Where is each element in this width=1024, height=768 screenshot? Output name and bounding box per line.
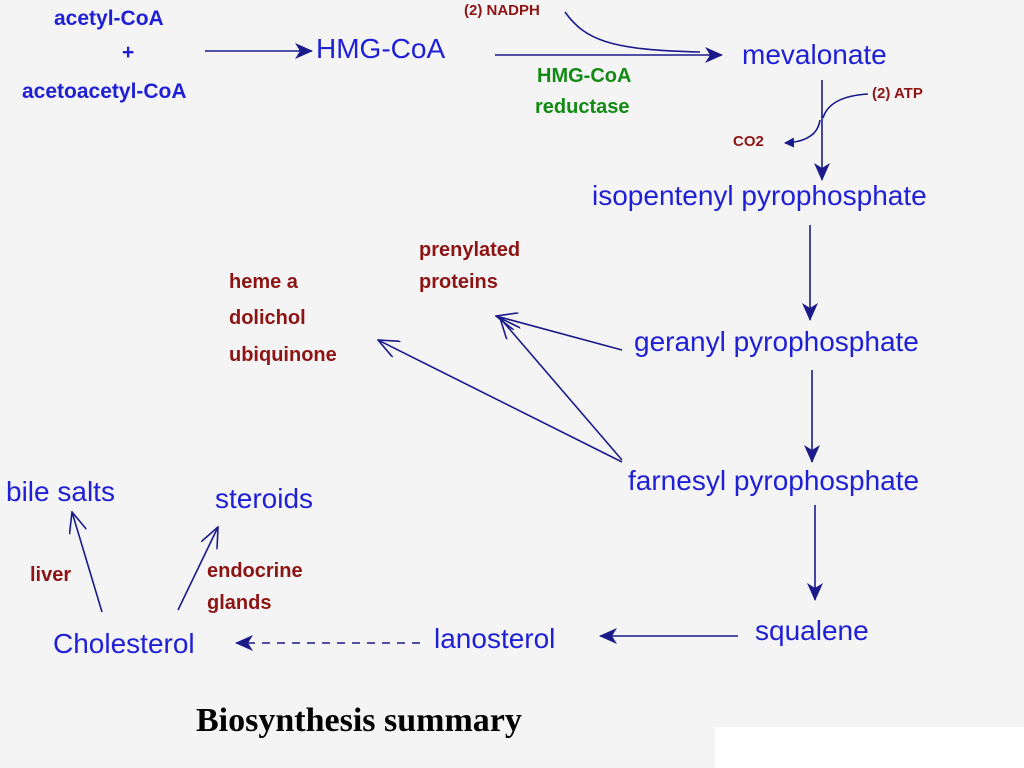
arrow-farnesyl-to-ubiquinone xyxy=(378,340,623,463)
diagram-title: Biosynthesis summary xyxy=(196,702,522,739)
node-acetyl-coa: acetyl-CoA xyxy=(54,7,164,30)
node-steroids: steroids xyxy=(215,483,314,514)
product-heme-a: heme a xyxy=(229,271,298,293)
enzyme-label-line1: HMG-CoA xyxy=(537,65,632,87)
cofactor-atp: (2) ATP xyxy=(872,85,923,102)
arrow-geranyl-to-prenylated xyxy=(496,316,623,351)
node-cholesterol: Cholesterol xyxy=(53,628,195,659)
node-isopentenyl-pyrophosphate: isopentenyl pyrophosphate xyxy=(592,180,927,211)
node-hmg-coa: HMG-CoA xyxy=(316,33,446,64)
product-ubiquinone: ubiquinone xyxy=(229,344,337,366)
arrow-cholesterol-to-steroids xyxy=(177,527,218,611)
arrow-cholesterol-to-bile-salts xyxy=(72,512,103,613)
node-farnesyl-pyrophosphate: farnesyl pyrophosphate xyxy=(628,465,920,496)
node-squalene: squalene xyxy=(755,615,869,646)
enzyme-label-line2: reductase xyxy=(535,96,630,118)
tissue-liver: liver xyxy=(30,564,72,586)
tissue-endocrine-line1: endocrine xyxy=(207,560,303,582)
arrow-nadph-cofactor xyxy=(564,11,701,53)
product-prenylated-line2: proteins xyxy=(419,271,498,293)
node-bile-salts: bile salts xyxy=(6,476,115,507)
node-plus: + xyxy=(122,41,135,64)
node-mevalonate: mevalonate xyxy=(742,39,887,70)
product-dolichol: dolichol xyxy=(229,307,306,329)
arrow-co2-release xyxy=(784,119,821,148)
white-patch xyxy=(715,727,1024,768)
tissue-endocrine-line2: glands xyxy=(207,592,272,614)
arrow-atp-cofactor xyxy=(822,93,869,119)
product-prenylated-line1: prenylated xyxy=(419,239,521,261)
cofactor-co2: CO2 xyxy=(733,133,764,150)
node-lanosterol: lanosterol xyxy=(434,623,556,654)
cofactor-nadph: (2) NADPH xyxy=(464,2,540,19)
arrow-farnesyl-to-prenylated xyxy=(500,318,623,461)
node-acetoacetyl-coa: acetoacetyl-CoA xyxy=(22,80,187,103)
node-geranyl-pyrophosphate: geranyl pyrophosphate xyxy=(634,326,919,357)
